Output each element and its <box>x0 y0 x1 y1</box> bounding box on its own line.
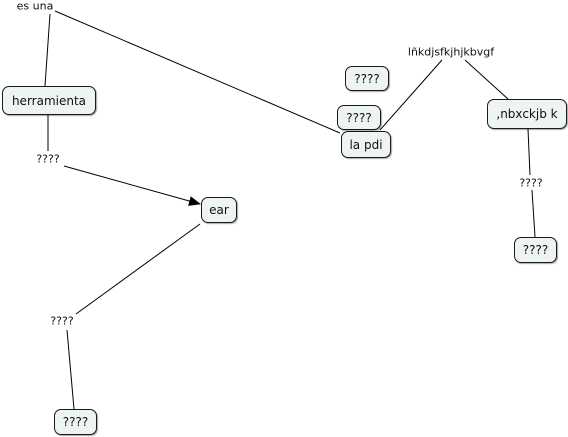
link-label-right <box>531 189 536 238</box>
concept-node-q-mid[interactable]: ???? <box>337 105 381 130</box>
concept-node-q-right[interactable]: ???? <box>514 237 557 263</box>
concept-node-la-pdi[interactable]: la pdi <box>341 131 391 158</box>
link-ear-label <box>75 223 201 315</box>
link-esuna-herramienta <box>44 13 51 87</box>
link-label-es-una: es una <box>15 0 55 13</box>
link-esuna-lapdi <box>54 10 341 134</box>
concept-node-nbxckjb[interactable]: ,nbxckjb k <box>487 99 567 129</box>
link-lnkdj-nbxckjb <box>464 59 509 100</box>
link-label-q-left-1: ???? <box>35 152 61 166</box>
link-label-q-right: ???? <box>518 176 544 190</box>
link-label-q-left-2: ???? <box>49 314 75 328</box>
concept-node-herramienta[interactable]: herramienta <box>2 86 96 115</box>
concept-node-q-bottom-left[interactable]: ???? <box>54 409 97 435</box>
concept-node-q-upper[interactable]: ???? <box>345 66 389 91</box>
link-nbxckjb-label <box>527 128 531 176</box>
link-label-lnkdj: lñkdjsfkjhjkbvgf <box>406 45 496 59</box>
link-label-bottom <box>66 329 75 410</box>
link-lapdi-lnkdj <box>379 59 443 131</box>
link-arrow-ear[interactable] <box>63 165 201 206</box>
concept-node-ear[interactable]: ear <box>201 197 237 223</box>
